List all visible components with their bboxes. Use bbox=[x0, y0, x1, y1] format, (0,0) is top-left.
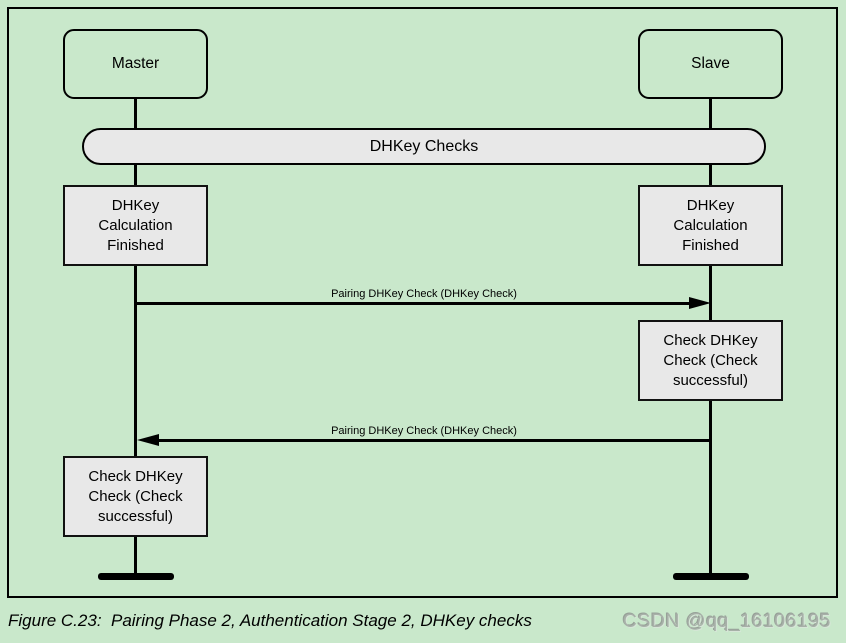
message-line-master-to-slave bbox=[137, 302, 692, 305]
banner-label: DHKey Checks bbox=[369, 137, 479, 155]
activity-slave-check-dhkey-check: Check DHKey Check (Check successful) bbox=[638, 320, 783, 401]
diagram-border-frame bbox=[7, 7, 838, 598]
actor-box-master: Master bbox=[63, 29, 208, 99]
message-line-slave-to-master bbox=[156, 439, 711, 442]
csdn-watermark: CSDN @qq_16106195 bbox=[622, 610, 831, 632]
actor-box-slave: Slave bbox=[638, 29, 783, 99]
activity-master-check-dhkey-check: Check DHKey Check (Check successful) bbox=[63, 456, 208, 537]
message-label-master-to-slave: Pairing DHKey Check (DHKey Check) bbox=[331, 288, 517, 300]
activity-master-dhkey-calculation-finished: DHKey Calculation Finished bbox=[63, 185, 208, 266]
message-label-slave-to-master: Pairing DHKey Check (DHKey Check) bbox=[331, 425, 517, 437]
dhkey-checks-banner: DHKey Checks bbox=[82, 128, 766, 165]
slave-lifeline-terminator bbox=[673, 573, 749, 580]
arrowhead-right-icon bbox=[689, 297, 711, 309]
actor-label-slave: Slave bbox=[691, 55, 730, 72]
actor-label-master: Master bbox=[111, 55, 160, 72]
master-lifeline-terminator bbox=[98, 573, 174, 580]
arrowhead-left-icon bbox=[137, 434, 159, 446]
figure-caption: Figure C.23: Pairing Phase 2, Authentica… bbox=[8, 611, 532, 630]
master-lifeline bbox=[134, 99, 137, 577]
activity-slave-dhkey-calculation-finished: DHKey Calculation Finished bbox=[638, 185, 783, 266]
